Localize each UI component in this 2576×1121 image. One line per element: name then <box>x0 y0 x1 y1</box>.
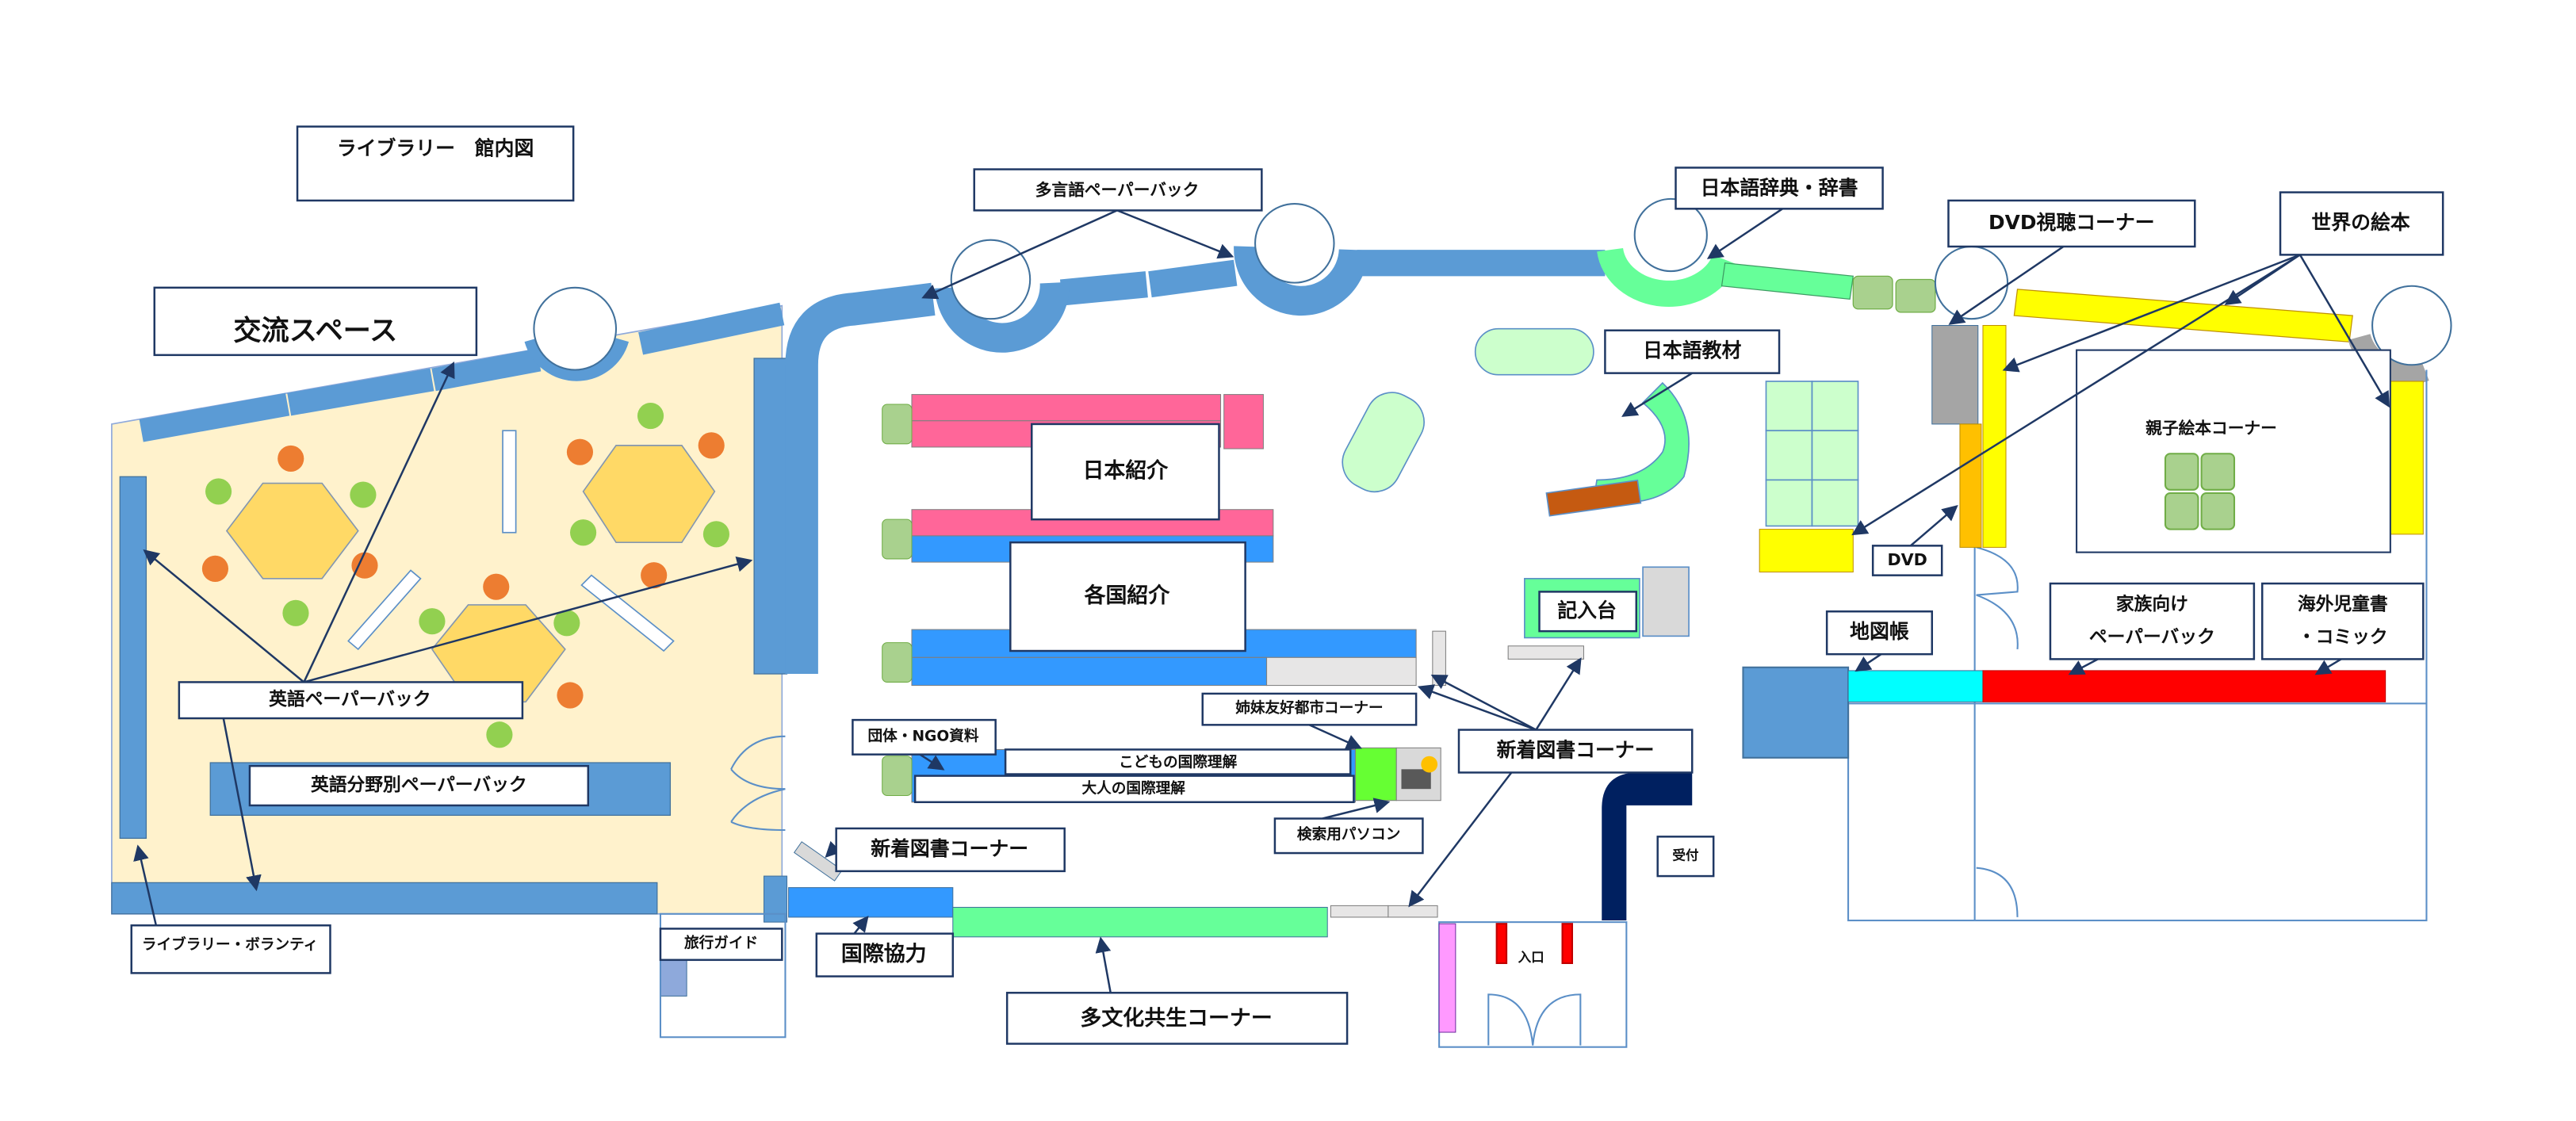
label-text: 姉妹友好都市コーナー <box>1235 699 1383 717</box>
label-countries-intro: 各国紹介 <box>1009 541 1246 652</box>
pillar <box>2371 285 2452 366</box>
label-text: 多言語ペーパーバック <box>1035 181 1200 200</box>
label-text: 受付 <box>1672 847 1699 863</box>
label-text: DVD視聴コーナー <box>1988 211 2155 234</box>
label-text: 旅行ガイド <box>684 935 758 952</box>
label-text: ペーパーバック <box>2089 627 2215 648</box>
label-volunteer: ライブラリー・ボランティ <box>130 924 331 974</box>
reception-counter <box>1602 772 1693 921</box>
label-text: 海外児童書 <box>2298 593 2388 614</box>
label-japan-intro: 日本紹介 <box>1031 423 1220 521</box>
label-sister-city: 姉妹友好都市コーナー <box>1201 692 1418 726</box>
exchange-space-area <box>111 286 788 915</box>
label-travel-guide: 旅行ガイド <box>659 928 783 962</box>
label-intl-cooperation: 国際協力 <box>815 932 955 978</box>
door-exchange <box>730 735 786 832</box>
partitions <box>347 430 675 652</box>
label-ngo: 団体・NGO資料 <box>852 718 997 756</box>
label-text: 検索用パソコン <box>1297 826 1400 844</box>
label-text: 英語分野別ペーパーバック <box>311 775 527 796</box>
label-kids-intl: こどもの国際理解 <box>1004 748 1352 775</box>
pillar <box>950 239 1032 320</box>
label-search-pc: 検索用パソコン <box>1273 817 1424 855</box>
pillar <box>533 286 618 371</box>
label-dictionary: 日本語辞典・辞書 <box>1675 166 1884 210</box>
label-world-picture-books: 世界の絵本 <box>2279 191 2444 256</box>
printer-icon <box>1642 566 1690 637</box>
label-text: 日本語教材 <box>1643 339 1741 362</box>
label-text: 大人の国際理解 <box>1082 780 1186 798</box>
pillar <box>1934 245 2009 320</box>
label-new-books-right: 新着図書コーナー <box>1457 729 1694 774</box>
label-text: 家族向け <box>2116 593 2188 614</box>
label-text: こどもの国際理解 <box>1119 754 1237 771</box>
label-atlas: 地図帳 <box>1825 610 1933 656</box>
label-text: 多文化共生コーナー <box>1080 1005 1272 1031</box>
label-text: 日本語辞典・辞書 <box>1701 176 1858 199</box>
label-text: 新着図書コーナー <box>1497 738 1655 761</box>
label-text: 世界の絵本 <box>2311 211 2409 234</box>
label-english-paperback: 英語ペーパーバック <box>178 681 524 720</box>
label-japanese-materials: 日本語教材 <box>1604 329 1781 374</box>
label-adult-intl: 大人の国際理解 <box>913 775 1355 804</box>
title-box: ライブラリー 館内図 <box>296 125 575 202</box>
pointer-arrows <box>133 208 2390 993</box>
label-parent-child-corner: 親子絵本コーナー <box>2145 419 2277 438</box>
laptop-icon <box>1401 756 1438 790</box>
shelf-english-right <box>753 358 788 675</box>
shelf-volunteer <box>119 476 147 840</box>
label-dvd: DVD <box>1871 545 1943 576</box>
label-text: 地図帳 <box>1850 620 1909 643</box>
label-entrance: 入口 <box>1518 950 1544 965</box>
label-new-books-left: 新着図書コーナー <box>835 827 1066 873</box>
entrance-area <box>1438 772 1693 1048</box>
label-exchange-space: 交流スペース <box>153 286 478 357</box>
label-reception: 受付 <box>1656 836 1715 878</box>
label-text: 交流スペース <box>233 315 397 347</box>
kids-area <box>1742 324 2428 922</box>
label-text: DVD <box>1887 550 1927 569</box>
label-text: 英語ペーパーバック <box>269 689 431 710</box>
label-text: 日本紹介 <box>1083 458 1169 484</box>
page-title: ライブラリー 館内図 <box>337 137 534 160</box>
pillar <box>1633 197 1708 273</box>
label-overseas-children: 海外児童書・コミック <box>2260 582 2425 660</box>
label-text: ・コミック <box>2298 627 2388 648</box>
shelf-english-bottom <box>111 882 658 915</box>
label-text: 団体・NGO資料 <box>868 727 979 744</box>
label-multicultural: 多文化共生コーナー <box>1005 992 1349 1045</box>
hexagon-tables <box>225 445 716 703</box>
lounge-furniture <box>1342 327 1859 639</box>
label-writing-desk: 記入台 <box>1538 591 1638 633</box>
label-text: 新着図書コーナー <box>871 837 1028 860</box>
pillar <box>1254 203 1335 284</box>
label-text: 記入台 <box>1557 599 1617 622</box>
label-dvd-corner: DVD視聴コーナー <box>1947 199 2196 248</box>
travel-room <box>659 912 787 1039</box>
label-text: ライブラリー・ボランティ <box>142 936 319 954</box>
label-multilingual: 多言語ペーパーバック <box>973 168 1263 212</box>
label-text: 国際協力 <box>841 942 927 966</box>
chairs <box>201 402 729 748</box>
label-text: 各国紹介 <box>1084 583 1171 608</box>
multilingual-shelves <box>785 246 1606 675</box>
label-english-genre: 英語分野別ペーパーバック <box>248 764 590 807</box>
